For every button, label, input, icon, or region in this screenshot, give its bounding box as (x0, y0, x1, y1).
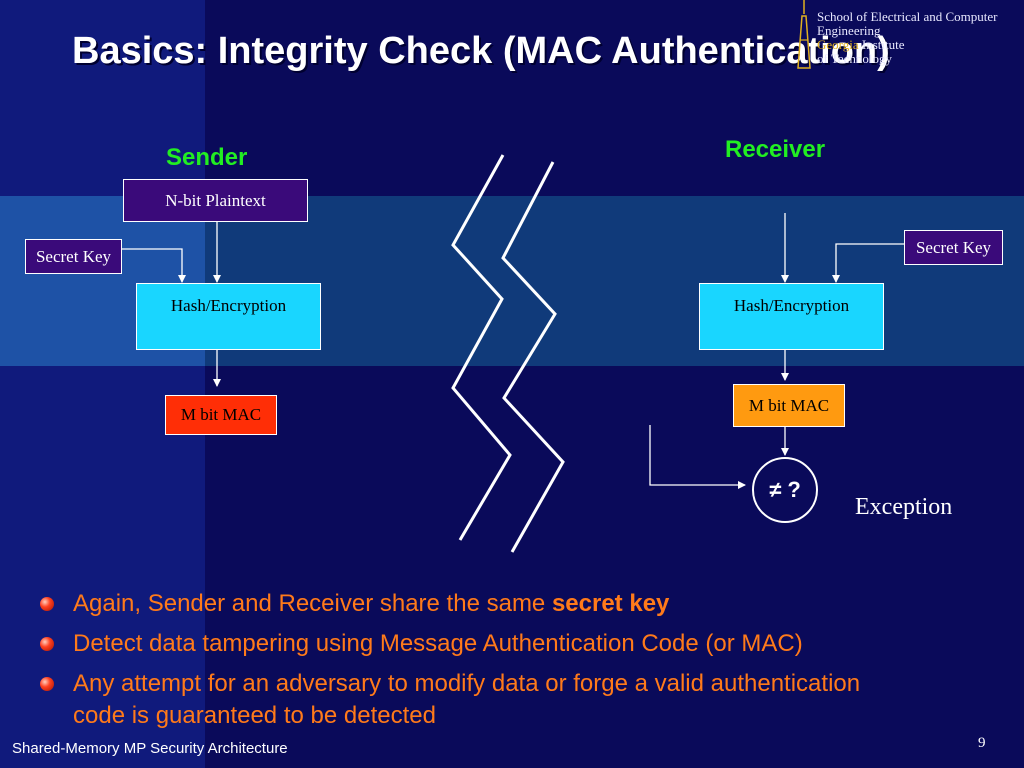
sender-hash-box: Hash/Encryption (136, 283, 321, 350)
tower-icon (797, 0, 811, 69)
bullet-icon (40, 637, 54, 651)
arrow-secretkey-to-hash-receiver (832, 243, 905, 283)
slide-title: Basics: Integrity Check (MAC Authenticat… (72, 30, 890, 72)
background-left-panel (0, 0, 205, 768)
bullet-item: Detect data tampering using Message Auth… (40, 628, 1000, 660)
bullet-text: Again, Sender and Receiver share the sam… (73, 590, 552, 617)
bullet-list: Again, Sender and Receiver share the sam… (40, 588, 1000, 740)
receiver-hash-box: Hash/Encryption (699, 283, 884, 350)
sender-mac-box: M bit MAC (165, 395, 277, 435)
channel-zigzag-left (451, 154, 512, 541)
logo-gold-word: Georgia (817, 37, 859, 52)
footer-title: Shared-Memory MP Security Architecture (12, 740, 288, 757)
logo-line-1: School of Electrical and Computer (817, 9, 998, 24)
bullet-bold-text: secret key (551, 590, 670, 617)
exception-label: Exception (855, 494, 953, 520)
receiver-mac-box: M bit MAC (733, 384, 845, 427)
page-number: 9 (978, 735, 986, 751)
receiver-heading: Receiver (725, 136, 826, 163)
arrow-received-mac-to-compare (649, 425, 746, 489)
bullet-text: Detect data tampering using Message Auth… (73, 630, 803, 657)
bullet-icon (40, 597, 54, 611)
sender-heading: Sender (166, 144, 248, 171)
plaintext-box: N-bit Plaintext (123, 179, 308, 222)
logo-line-2: Engineering (817, 23, 881, 38)
channel-zigzag-right (501, 161, 565, 553)
bullet-text: Any attempt for an adversary to modify d… (73, 670, 861, 729)
logo-line-3: Georgia Institute (817, 38, 998, 52)
logo-line-3-rest: Institute (858, 37, 905, 52)
logo-text: School of Electrical and Computer Engine… (817, 10, 998, 66)
bullet-item: Any attempt for an adversary to modify d… (40, 668, 873, 732)
georgia-tech-logo: School of Electrical and Computer Engine… (792, 0, 1024, 72)
sender-secret-key-box: Secret Key (25, 239, 122, 274)
bullet-item: Again, Sender and Receiver share the sam… (40, 588, 1000, 620)
logo-line-4: of Technology (817, 51, 893, 66)
arrow-secretkey-to-hash (122, 248, 186, 283)
receiver-secret-key-box: Secret Key (904, 230, 1003, 265)
compare-circle: ≠ ? (752, 457, 818, 523)
bullet-icon (40, 677, 54, 691)
